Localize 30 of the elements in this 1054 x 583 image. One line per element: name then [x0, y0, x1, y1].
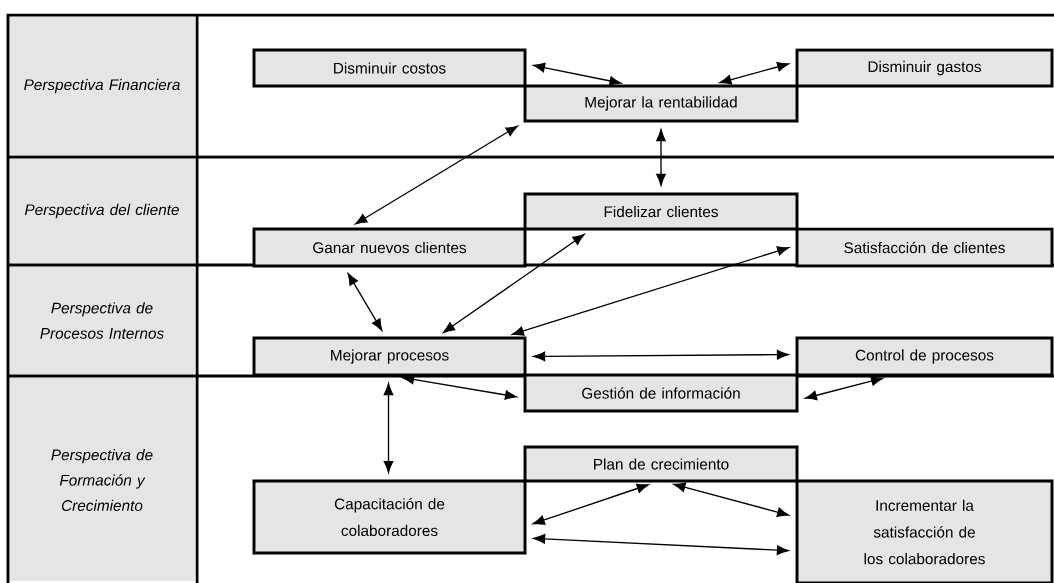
arrow	[347, 273, 383, 331]
row-header: Perspectiva de Procesos Internos	[10, 267, 195, 374]
arrow	[533, 62, 622, 86]
process-box: Plan de crecimiento	[523, 445, 799, 483]
process-box: Mejorar procesos	[252, 336, 527, 377]
arrow	[442, 234, 585, 333]
arrow	[383, 383, 394, 473]
process-box: Control de procesos	[795, 336, 1054, 377]
row-header: Perspectiva de Formación y Crecimiento	[10, 378, 195, 581]
arrow	[533, 534, 789, 555]
process-box: Gestión de información	[523, 373, 799, 413]
process-box: Ganar nuevos clientes	[252, 227, 527, 268]
row-header: Perspectiva Financiera	[10, 17, 195, 155]
process-box: Mejorar la rentabilidad	[523, 84, 799, 123]
process-box: Disminuir costos	[252, 48, 527, 88]
arrow	[719, 62, 790, 85]
arrow	[402, 374, 517, 400]
arrow	[511, 246, 790, 336]
arrow	[355, 125, 518, 225]
process-box: Satisfacción de clientes	[795, 227, 1054, 268]
process-box: Incrementar la satisfacción de los colaboradores	[795, 479, 1054, 583]
arrow	[532, 483, 649, 525]
row-header: Perspectiva del cliente	[10, 159, 195, 263]
process-box: Disminuir gastos	[795, 48, 1054, 88]
arrow	[656, 129, 666, 186]
arrow	[804, 376, 884, 401]
process-box: Fidelizar clientes	[523, 192, 799, 231]
process-box: Capacitación de colaboradores	[252, 479, 527, 555]
arrow	[673, 482, 790, 518]
arrow	[533, 349, 789, 362]
